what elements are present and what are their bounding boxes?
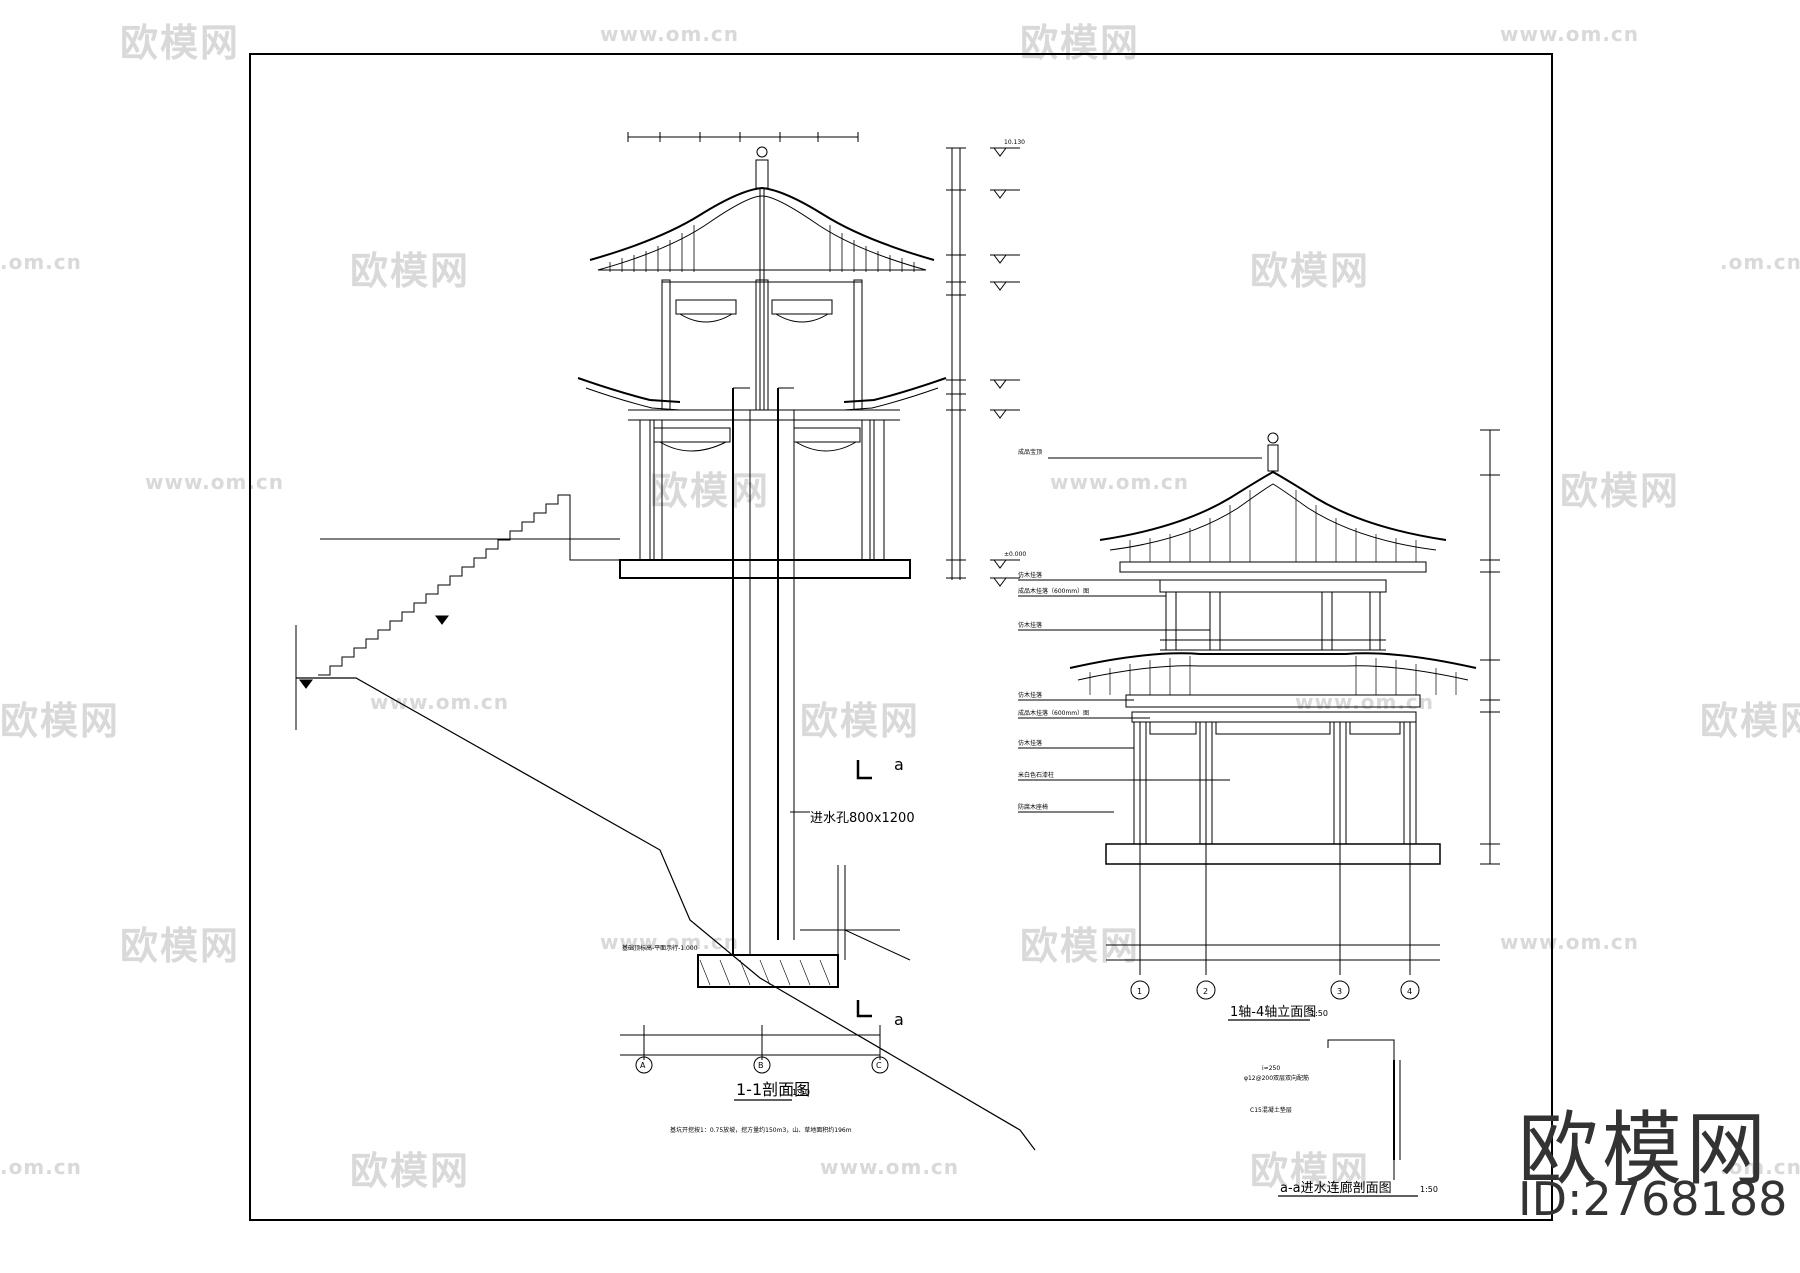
elev-label-2: 成品木挂落（600mm）图 xyxy=(1018,587,1089,595)
axis-bubble-3 xyxy=(1330,980,1350,1000)
elevation-marks xyxy=(990,147,1020,587)
axis-bubble-4 xyxy=(1400,980,1420,1000)
axis-label-3: 3 xyxy=(1337,987,1342,996)
section-1-1-note: 基坑开挖按1：0.75放坡，挖方量约150m3，山、草地面积约196m xyxy=(670,1126,852,1134)
axis-bubble-a xyxy=(635,1056,653,1074)
elevation-ground: ±0.000 xyxy=(1004,551,1026,558)
axis-label-2: 2 xyxy=(1203,987,1208,996)
brand-logo-text: 欧模网 xyxy=(1518,1103,1770,1196)
section-mark-bottom: a xyxy=(894,1010,904,1029)
elev-label-1: 仿木挂落 xyxy=(1018,571,1042,579)
elevation-1-4-scale: 1:50 xyxy=(1310,1009,1328,1018)
section-1-1-scale: 1:50 xyxy=(792,1088,810,1097)
axis-label-b: B xyxy=(758,1061,764,1070)
axis-label-c: C xyxy=(876,1061,882,1070)
axis-label-4: 4 xyxy=(1407,987,1412,996)
axis-label-a: A xyxy=(640,1061,646,1070)
upper-roof-tiles xyxy=(609,225,915,272)
section-a-a-scale: 1:50 xyxy=(1420,1185,1438,1194)
axis-bubble-b xyxy=(753,1056,771,1074)
drawing-frame xyxy=(249,53,1553,1221)
axis-label-1: 1 xyxy=(1137,987,1142,996)
elev-label-7: 米白色石漆柱 xyxy=(1018,771,1054,779)
section-a-a-note-2: φ12@200双层双向配筋 xyxy=(1244,1074,1309,1082)
foundation-label: 基础顶标高-平面示行-1.000 xyxy=(622,944,698,952)
section-mark-top: a xyxy=(894,755,904,774)
brand-id: ID:2768188 xyxy=(1518,1172,1788,1226)
section-1-1 xyxy=(295,132,1036,1151)
section-a-a xyxy=(1327,1039,1401,1180)
roof-finial-label: 成品宝顶 xyxy=(1018,448,1042,456)
section-a-a-note-3: C15混凝土垫层 xyxy=(1250,1106,1292,1114)
elev-label-8: 防腐木座椅 xyxy=(1018,803,1048,811)
section-a-a-title: a-a进水连廊剖面图 xyxy=(1280,1180,1392,1196)
water-inlet-label: 进水孔800x1200 xyxy=(810,811,915,826)
section-a-a-note-1: i=250 xyxy=(1262,1065,1280,1072)
axis-bubble-c xyxy=(871,1056,889,1074)
elev-label-4: 仿木挂落 xyxy=(1018,691,1042,699)
axis-bubble-2 xyxy=(1196,980,1216,1000)
elevation-top: 10.130 xyxy=(1004,139,1025,146)
elev-label-3: 仿木挂落 xyxy=(1018,621,1042,629)
lower-elev-tiles xyxy=(1089,656,1457,695)
section-1-1-title: 1-1剖面图 xyxy=(736,1080,810,1099)
elevation-ticks xyxy=(946,147,966,579)
elev-label-5: 成品木挂落（600mm）图 xyxy=(1018,709,1089,717)
upper-elev-tiles xyxy=(1129,490,1417,562)
elev-label-6: 仿木挂落 xyxy=(1018,739,1042,747)
axis-bubble-1 xyxy=(1130,980,1150,1000)
elevation-1-4-title: 1轴-4轴立面图 xyxy=(1230,1005,1316,1020)
elevation-1-4 xyxy=(1018,429,1500,1000)
